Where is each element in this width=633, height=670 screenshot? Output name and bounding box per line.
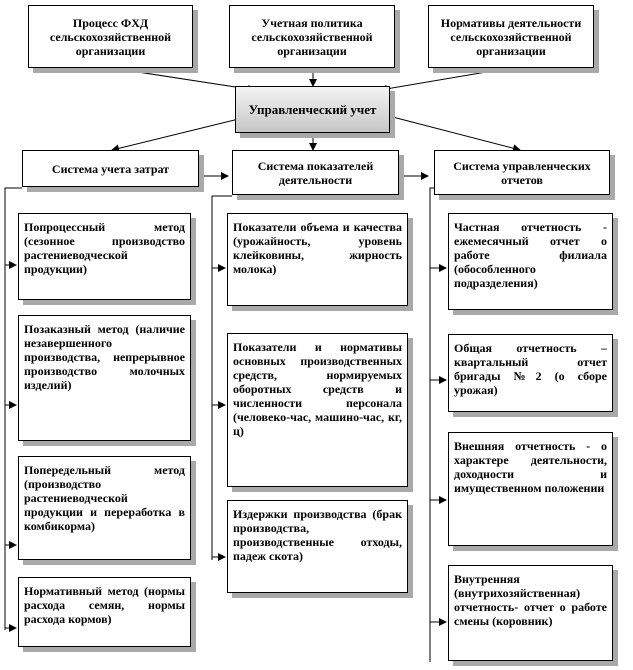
box-order-method-text: Позаказный метод (наличие незавершенного… [24, 322, 185, 392]
box-general-reporting: Общая отчетность – квартальный отчет бри… [448, 334, 613, 412]
arrow-main-sys3 [384, 114, 521, 153]
box-reports-system: Система управленческих отчетов [434, 150, 610, 195]
bracket-col3 [429, 187, 450, 662]
box-volume-quality-text: Показатели объема и качества (урожайност… [233, 220, 402, 276]
box-external-reporting: Внешняя отчетность - о характере деятель… [448, 432, 613, 546]
box-indicator-system-text: Система показателей деятельности [257, 158, 374, 187]
box-stage-method: Попередельный метод (производство растен… [18, 456, 191, 560]
box-internal-reporting: Внутренняя (внутрихозяйственная) отчетно… [448, 565, 613, 661]
box-normative-method: Нормативный метод (нормы расхода семян, … [18, 577, 191, 647]
box-volume-quality: Показатели объема и качества (урожайност… [227, 213, 408, 306]
bracket-col1 [4, 187, 22, 630]
box-reports-system-text: Система управленческих отчетов [453, 158, 591, 187]
box-normative-method-text: Нормативный метод (нормы расхода семян, … [24, 584, 185, 626]
box-fixed-assets-norms: Показатели и нормативы основных производ… [227, 333, 408, 487]
box-management-accounting-text: Управленческий учет [248, 101, 377, 117]
box-private-reporting-text: Частная отчетность - ежемесячный отчет о… [454, 220, 607, 290]
box-accounting-policy: Учетная политика сельскохозяйственной ор… [229, 5, 395, 68]
box-fhd-process-text: Процесс ФХД сельскохозяйственной организ… [49, 15, 172, 58]
box-process-method-text: Попроцессный метод (сезонное производств… [24, 220, 185, 276]
box-cost-system: Система учета затрат [22, 150, 199, 187]
box-production-costs: Издержки производства (брак производства… [227, 500, 408, 593]
box-fhd-process: Процесс ФХД сельскохозяйственной организ… [28, 5, 193, 68]
box-order-method: Позаказный метод (наличие незавершенного… [18, 315, 191, 441]
arrow-top1-main [111, 67, 256, 93]
box-production-costs-text: Издержки производства (брак производства… [233, 507, 402, 563]
box-cost-system-text: Система учета затрат [51, 161, 170, 176]
box-external-reporting-text: Внешняя отчетность - о характере деятель… [454, 439, 607, 495]
box-process-method: Попроцессный метод (сезонное производств… [18, 213, 191, 300]
box-indicator-system: Система показателей деятельности [232, 150, 399, 195]
box-private-reporting: Частная отчетность - ежемесячный отчет о… [448, 213, 613, 310]
box-internal-reporting-text: Внутренняя (внутрихозяйственная) отчетно… [454, 572, 607, 628]
arrow-top3-main [379, 67, 511, 93]
box-accounting-policy-text: Учетная политика сельскохозяйственной ор… [251, 15, 373, 58]
bracket-col2 [211, 195, 232, 560]
box-general-reporting-text: Общая отчетность – квартальный отчет бри… [454, 341, 607, 397]
box-management-accounting: Управленческий учет [235, 86, 390, 133]
box-activity-norms: Нормативы деятельности сельскохозяйствен… [428, 5, 594, 68]
box-stage-method-text: Попередельный метод (производство растен… [24, 463, 185, 533]
arrow-main-sys1 [111, 114, 256, 153]
box-fixed-assets-norms-text: Показатели и нормативы основных производ… [233, 340, 402, 438]
box-activity-norms-text: Нормативы деятельности сельскохозяйствен… [440, 15, 582, 58]
